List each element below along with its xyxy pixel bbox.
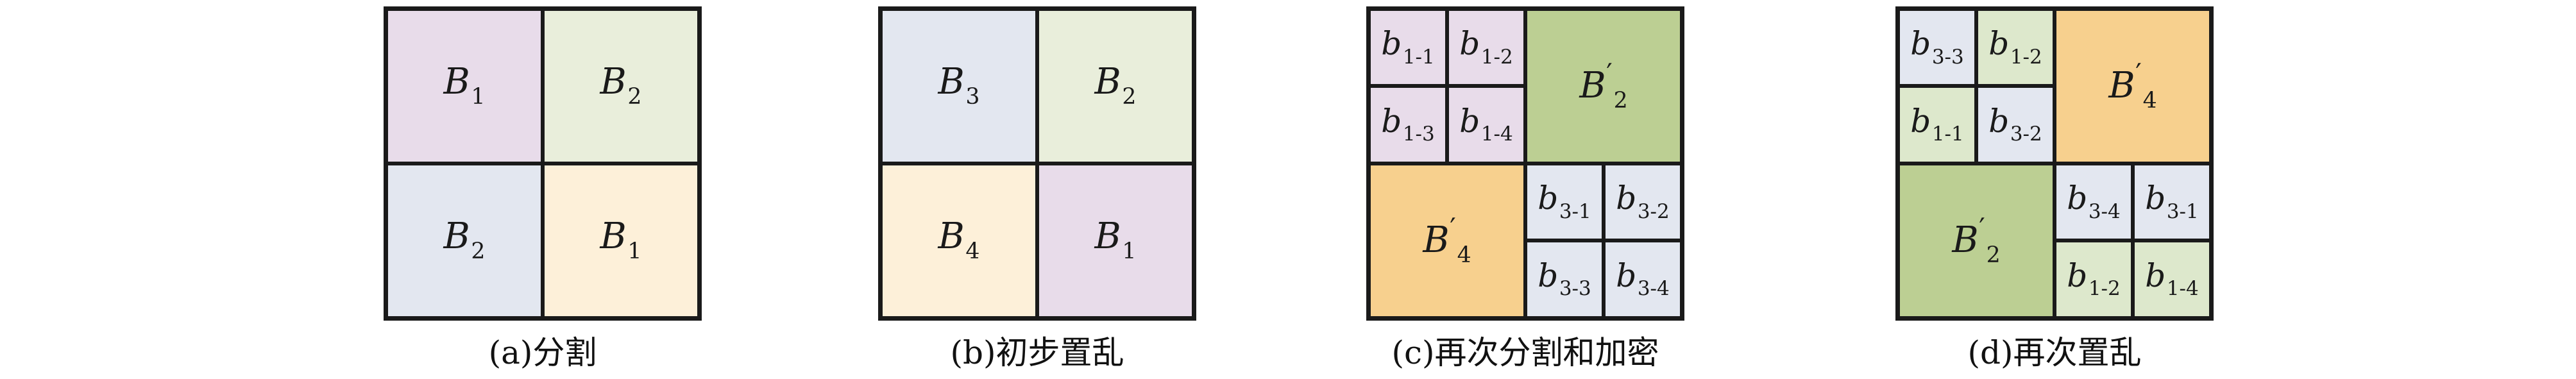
sub-block-label: b3-1 [2145,180,2199,223]
sub-block-label: b1-2 [2067,257,2121,301]
sub-block-label: b3-1 [1538,180,1591,223]
sub-block-cell: b1-1 [1898,86,1976,164]
panel-b: B3 B2 B4 B1 [878,6,1196,321]
sub-block-label: b3-3 [1910,25,1964,69]
panel-c: b1-1 b1-2 b1-3 b1-4 B′2 B′4 b3-1 b3-2 b3… [1366,6,1684,321]
sub-block-label: b1-3 [1381,102,1435,146]
block-label: B1 [1094,215,1137,264]
block-label: B3 [938,61,980,110]
panel-d: b3-3 b1-2 b1-1 b3-2 B′4 B′2 b3-4 b3-1 b1… [1895,6,2214,321]
sub-block-cell: b3-3 [1525,240,1604,318]
sub-block-cell: b1-2 [1447,9,1525,86]
block-label: B′2 [1579,58,1628,114]
sub-block-label: b3-3 [1538,257,1591,301]
block-cell: B4 [881,164,1037,318]
block-label: B′2 [1952,212,2001,268]
sub-block-cell: b1-4 [2133,240,2211,318]
sub-block-cell: b3-1 [1525,164,1604,240]
block-label: B1 [600,215,642,264]
sub-block-cell: b3-1 [2133,164,2211,240]
sub-block-cell: b1-2 [1976,9,2055,86]
block-label: B2 [1094,61,1137,110]
block-cell: B′4 [1369,164,1525,318]
block-cell: B2 [386,164,543,318]
block-label: B2 [443,215,486,264]
sub-block-cell: b3-3 [1898,9,1976,86]
caption-d: (d)再次置乱 [1967,334,2142,371]
sub-block-cell: b1-1 [1369,9,1447,86]
sub-block-label: b1-1 [1910,102,1964,146]
block-cell: B′4 [2055,9,2211,164]
sub-block-cell: b1-4 [1447,86,1525,164]
sub-block-cell: b3-4 [1604,240,1682,318]
caption-a: (a)分割 [488,334,597,371]
block-label: B1 [443,61,486,110]
block-cell: B2 [543,9,699,164]
block-cell: B3 [881,9,1037,164]
sub-block-label: b3-2 [1988,102,2042,146]
sub-block-cell: b1-3 [1369,86,1447,164]
sub-block-label: b1-4 [2145,257,2199,301]
sub-block-label: b3-2 [1616,180,1670,223]
block-cell: B′2 [1525,9,1682,164]
block-label: B4 [938,215,980,264]
sub-block-cell: b1-2 [2055,240,2133,318]
block-cell: B′2 [1898,164,2055,318]
block-cell: B1 [1037,164,1194,318]
block-cell: B1 [543,164,699,318]
sub-block-label: b3-4 [2067,180,2121,223]
block-label: B2 [600,61,642,110]
block-label: B′4 [2108,58,2157,114]
sub-block-cell: b3-4 [2055,164,2133,240]
caption-b: (b)初步置乱 [950,334,1124,371]
sub-block-label: b3-4 [1616,257,1670,301]
block-label: B′4 [1423,212,1471,268]
panel-a: B1 B2 B2 B1 [384,6,702,321]
block-cell: B1 [386,9,543,164]
sub-block-cell: b3-2 [1976,86,2055,164]
sub-block-label: b1-1 [1381,25,1435,69]
sub-block-label: b1-2 [1459,25,1513,69]
caption-c: (c)再次分割和加密 [1391,334,1659,371]
sub-block-label: b1-4 [1459,102,1513,146]
block-cell: B2 [1037,9,1194,164]
sub-block-label: b1-2 [1988,25,2042,69]
sub-block-cell: b3-2 [1604,164,1682,240]
